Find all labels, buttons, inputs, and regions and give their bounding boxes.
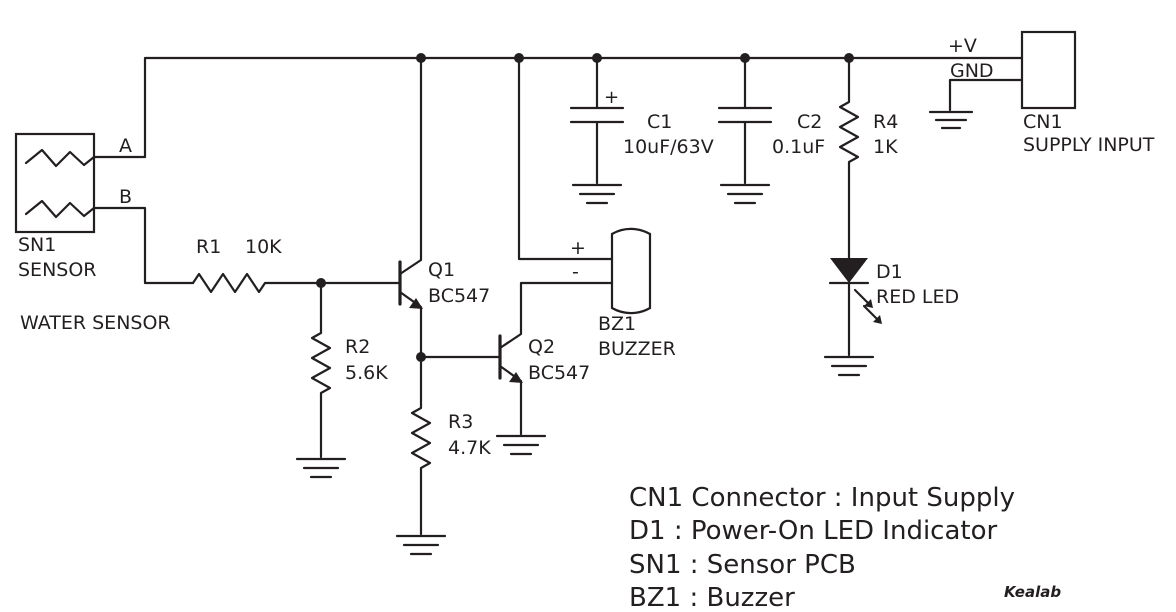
cn1-supply-v-label: +V [948,35,977,57]
q1-emitter-arrow [409,298,423,309]
supply-rail-wire [143,56,1024,159]
sensor-trace-a [24,148,96,168]
water-sensor-label: WATER SENSOR [20,312,171,334]
bz1-minus-label: - [572,261,579,283]
sn1-name-label: SENSOR [18,259,97,281]
d1-name-label: RED LED [876,286,959,308]
q1-collector [398,56,423,276]
c2-ref-label: C2 [797,111,822,133]
q2-value-label: BC547 [528,362,590,384]
net-a-label: A [119,135,132,157]
legend-line-sn1: SN1 : Sensor PCB [629,550,856,580]
ground-symbol [571,183,623,205]
r3-ref-label: R3 [448,411,473,433]
r2-ref-label: R2 [345,336,370,358]
bz1-ref-label: BZ1 [598,313,636,335]
q2-ref-label: Q2 [528,336,555,358]
d1-ref-label: D1 [876,261,903,283]
c1-value-label: 10uF/63V [623,136,714,158]
c1-capacitor [569,56,625,185]
c2-value-label: 0.1uF [772,136,825,158]
buzzer-plus-wire [517,56,614,261]
led-arrowhead [873,315,882,324]
q2-emitter-arrow [509,372,523,383]
ground-symbol [823,355,875,377]
r2-resistor [310,281,332,459]
c1-plus-label: + [604,87,619,108]
r4-resistor [838,56,860,260]
net-b-label: B [119,186,132,208]
cn1-gnd-label: GND [950,60,994,82]
ground-symbol [719,183,771,205]
r1-value-label: 10K [245,236,282,258]
c2-capacitor [717,56,773,185]
net-b-wire [92,206,195,285]
sn1-ref-label: SN1 [18,234,56,256]
bz1-buzzer [610,227,652,315]
bz1-name-label: BUZZER [598,338,676,360]
c1-ref-label: C1 [647,111,672,133]
q1-ref-label: Q1 [428,259,455,281]
led-arrowhead [864,299,873,308]
legend-line-bz1: BZ1 : Buzzer [629,583,795,612]
bz1-plus-label: + [570,237,586,259]
q1-value-label: BC547 [428,285,490,307]
legend-line-cn1: CN1 Connector : Input Supply [629,483,1015,513]
cn1-connector [1020,30,1077,110]
r1-ref-label: R1 [196,236,221,258]
d1-led-body [830,258,868,283]
r3-resistor [410,355,432,536]
r1-resistor [191,272,402,294]
ground-symbol [495,434,547,456]
ground-symbol [295,457,347,479]
r2-value-label: 5.6K [345,362,388,384]
ground-symbol [928,110,974,130]
d1-led-bar [828,281,870,357]
r4-ref-label: R4 [873,111,898,133]
cn1-ref-label: CN1 [1023,111,1063,133]
legend-line-d1: D1 : Power-On LED Indicator [629,516,998,546]
sn1-sensor-pcb [14,132,96,234]
sensor-trace-b [24,199,96,219]
q2-collector [498,281,614,350]
cn1-name-label: SUPPLY INPUT [1023,134,1155,156]
r3-value-label: 4.7K [448,437,491,459]
ground-symbol [395,534,447,556]
brand-logo-text: Kealab [1004,583,1061,601]
gnd-wire-cn1 [948,78,1024,112]
r4-value-label: 1K [873,136,898,158]
